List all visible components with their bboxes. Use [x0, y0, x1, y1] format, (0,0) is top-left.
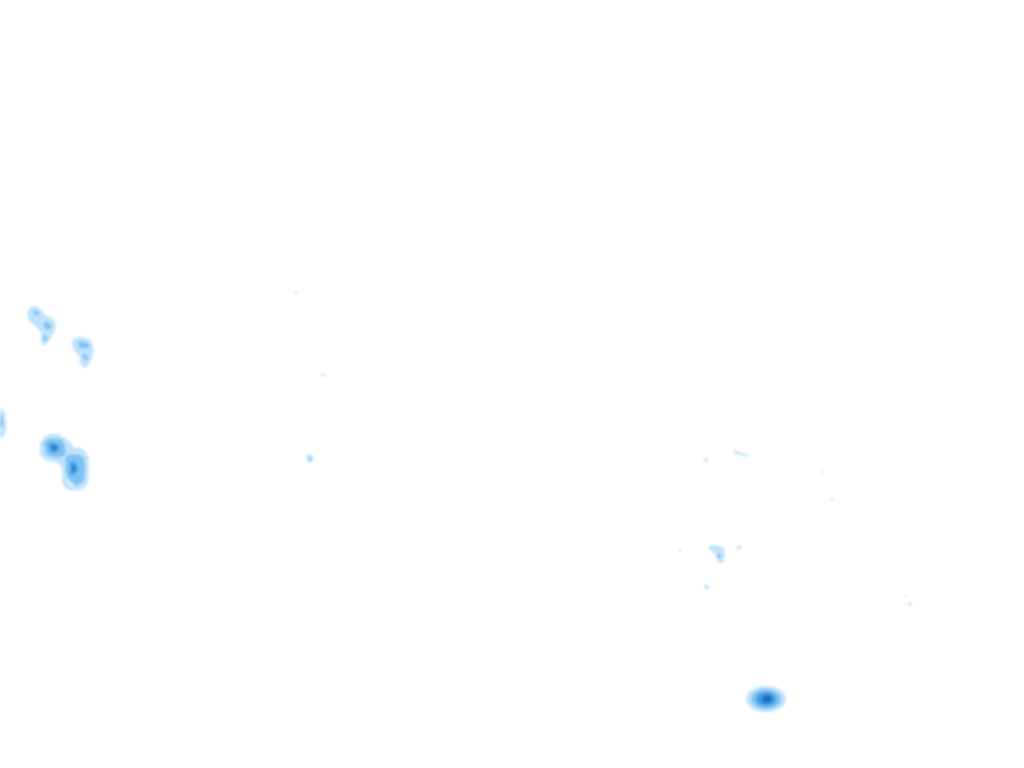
echo-cluster-west-upper-1 [27, 306, 56, 346]
echo-speck-center [294, 291, 325, 463]
echo-cell-southeast [746, 686, 786, 712]
echo-scatter-east [678, 450, 912, 606]
echo-cluster-west-upper-2 [72, 337, 94, 368]
echo-cluster-west-lower [40, 433, 89, 491]
echo-edge-west [0, 408, 7, 438]
